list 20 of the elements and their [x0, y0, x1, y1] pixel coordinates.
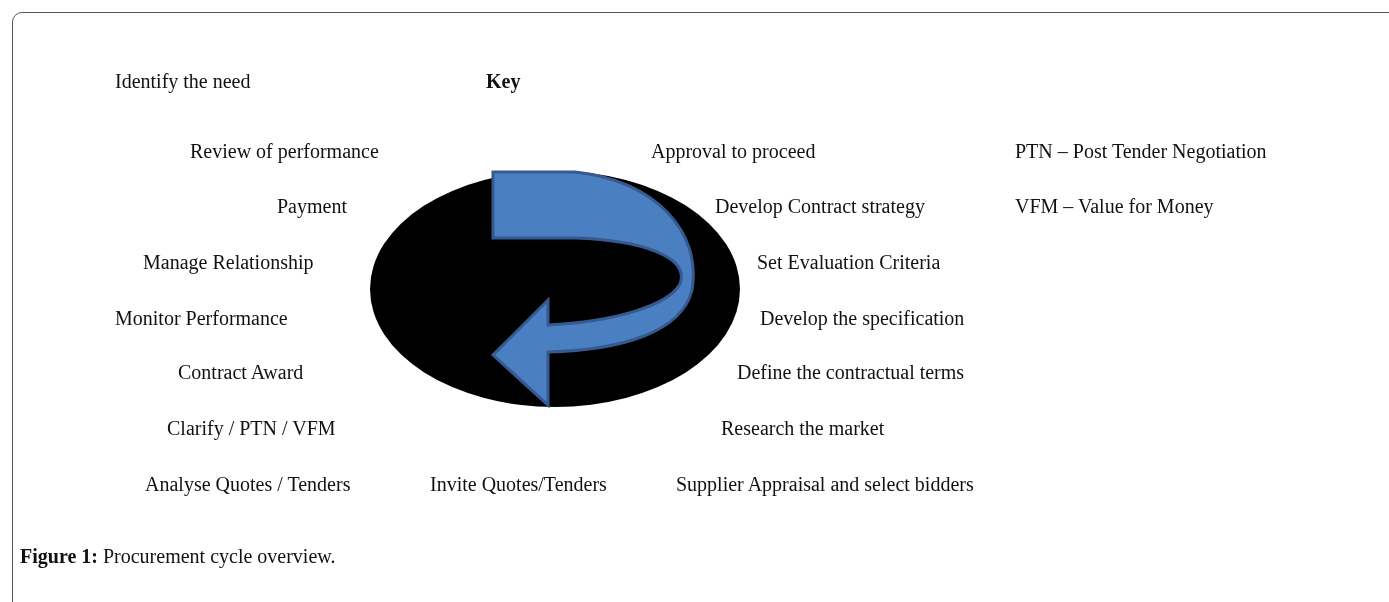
step-label: Invite Quotes/Tenders: [430, 472, 607, 496]
step-label: Develop Contract strategy: [715, 194, 925, 218]
key-heading: Key: [486, 69, 521, 93]
step-label: Analyse Quotes / Tenders: [145, 472, 351, 496]
step-label: Set Evaluation Criteria: [757, 250, 941, 274]
key-entry: PTN – Post Tender Negotiation: [1015, 139, 1267, 163]
step-label: Contract Award: [178, 360, 304, 384]
step-label: Manage Relationship: [143, 250, 314, 274]
step-label: Approval to proceed: [651, 139, 816, 163]
figure-caption: Figure 1: Procurement cycle overview.: [20, 544, 336, 568]
step-label: Clarify / PTN / VFM: [167, 416, 336, 440]
step-label: Develop the specification: [760, 306, 965, 330]
step-label: Research the market: [721, 416, 885, 440]
key-entry: VFM – Value for Money: [1015, 194, 1214, 218]
step-label: Define the contractual terms: [737, 360, 965, 384]
step-label: Identify the need: [115, 69, 251, 93]
step-label: Supplier Appraisal and select bidders: [676, 472, 974, 496]
step-label: Review of performance: [190, 139, 379, 163]
step-label: Monitor Performance: [115, 306, 288, 330]
step-label: Payment: [277, 194, 347, 218]
